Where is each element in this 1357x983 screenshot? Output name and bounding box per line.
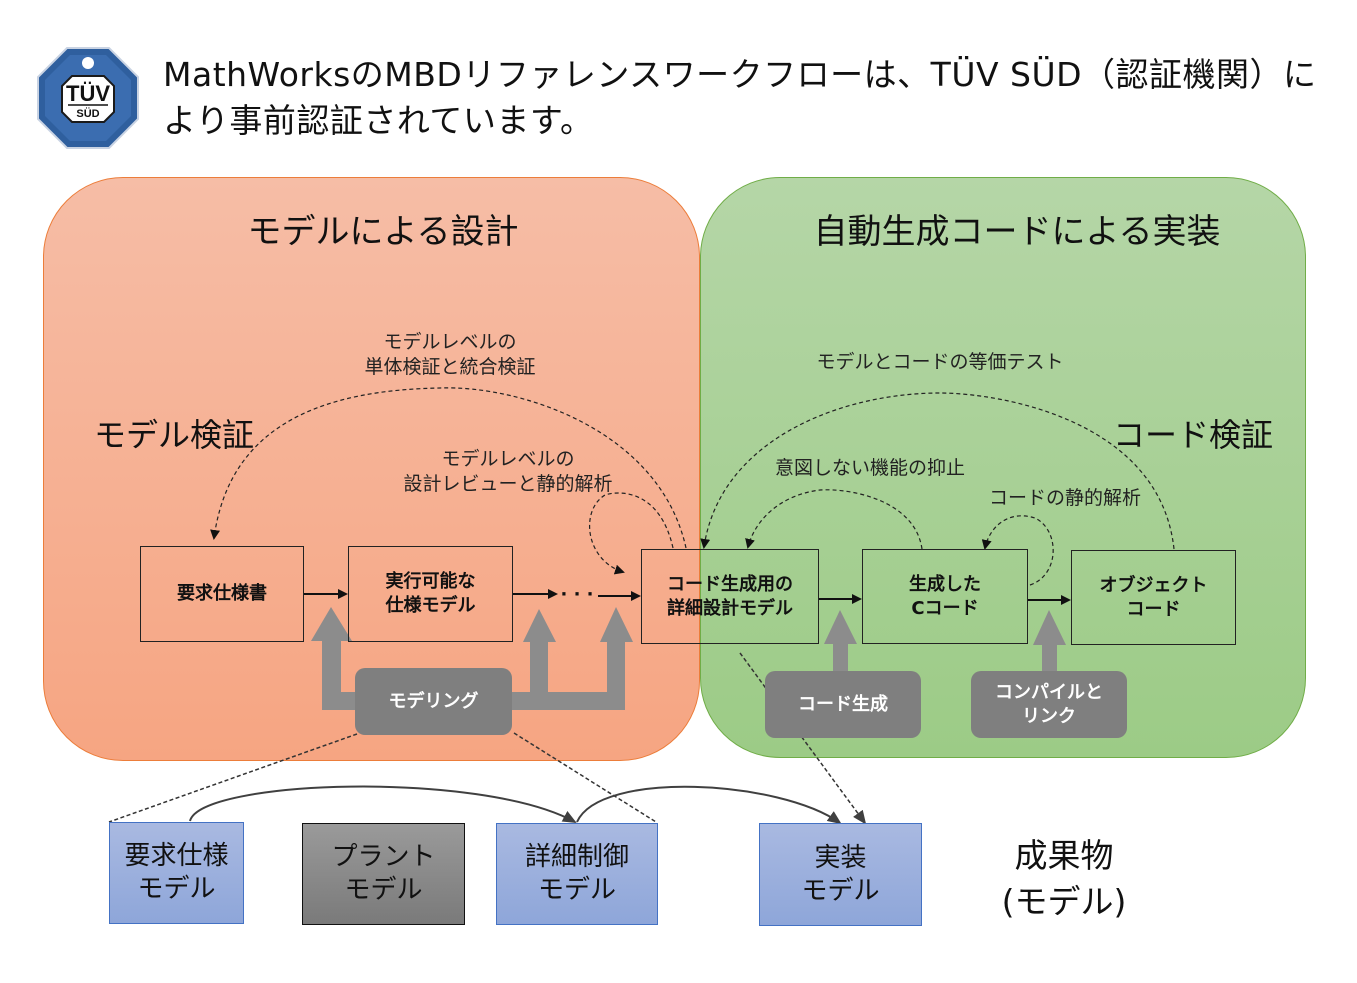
artifacts-label-line: (モデル) — [1001, 882, 1127, 921]
artifacts-label: 成果物 (モデル) — [984, 833, 1144, 925]
artifact-plant-model: プラントモデル — [302, 823, 465, 925]
box-label: 生成した — [909, 573, 981, 595]
model-verification-label: モデル検証 — [94, 416, 255, 454]
action-code-generation: コード生成 — [765, 671, 921, 738]
artifacts-label-line: 成果物 — [1014, 836, 1114, 875]
code-verification-label: コード検証 — [1113, 416, 1274, 454]
process-box-executable-spec-model: 実行可能な仕様モデル — [348, 546, 513, 642]
action-label: リンク — [1022, 705, 1076, 727]
implementation-panel-title: 自動生成コードによる実装 — [813, 212, 1221, 252]
box-label: コード — [1126, 598, 1181, 620]
headline: MathWorksのMBDリファレンスワークフローは、TÜV SÜD（認証機関）… — [163, 55, 1317, 140]
box-label: 実行可能な — [385, 571, 476, 592]
artifact-label: モデル — [801, 875, 880, 906]
box-label: オブジェクト — [1099, 574, 1208, 596]
detail-to-impl-flow — [576, 785, 842, 825]
note-equivalence-test: モデルとコードの等価テスト — [816, 351, 1064, 373]
artifact-implementation-model: 実装モデル — [759, 823, 922, 926]
artifact-label: プラント — [331, 842, 436, 872]
box-label: Cコード — [911, 597, 979, 619]
note-line: 設計レビューと静的解析 — [403, 473, 613, 495]
box-label: 仕様モデル — [385, 595, 476, 616]
svg-text:TÜV: TÜV — [66, 81, 110, 106]
note-code-static-analysis: コードの静的解析 — [988, 487, 1141, 509]
process-box-detailed-design-model: コード生成用の詳細設計モデル — [641, 549, 819, 644]
note-unintended-function: 意図しない機能の抑止 — [774, 457, 965, 479]
note-line: 単体検証と統合検証 — [364, 356, 536, 378]
note-unit-integration-test: モデルレベルの 単体検証と統合検証 — [330, 330, 570, 380]
artifact-requirements-model: 要求仕様モデル — [109, 822, 244, 924]
tuv-sud-logo-icon: TÜV SÜD — [36, 46, 140, 150]
svg-text:SÜD: SÜD — [76, 107, 99, 120]
artifact-label: 詳細制御 — [524, 842, 629, 872]
artifact-label: 実装 — [814, 842, 867, 873]
action-label: モデリング — [388, 690, 479, 712]
artifact-label: モデル — [137, 874, 216, 904]
artifact-label: モデル — [344, 875, 423, 905]
process-box-requirements-spec: 要求仕様書 — [140, 546, 304, 642]
req-to-detail-flow — [189, 785, 577, 823]
action-modeling: モデリング — [355, 668, 512, 735]
artifact-flow — [189, 785, 842, 825]
process-box-object-code: オブジェクトコード — [1071, 550, 1236, 645]
box-label: 詳細設計モデル — [667, 597, 793, 619]
action-label: コード生成 — [798, 693, 888, 715]
artifact-label: 要求仕様 — [124, 841, 229, 871]
note-design-review: モデルレベルの 設計レビューと静的解析 — [388, 447, 628, 497]
artifact-detailed-control-model: 詳細制御モデル — [496, 823, 658, 925]
box-label: コード生成用の — [667, 573, 793, 595]
box-label: 要求仕様書 — [177, 583, 267, 604]
design-panel-title: モデルによる設計 — [247, 212, 519, 252]
note-line: モデルレベルの — [383, 331, 517, 353]
artifact-label: モデル — [537, 875, 616, 905]
action-compile-and-link: コンパイルとリンク — [971, 671, 1127, 738]
note-line: モデルレベルの — [441, 448, 575, 470]
action-label: コンパイルと — [995, 681, 1103, 703]
